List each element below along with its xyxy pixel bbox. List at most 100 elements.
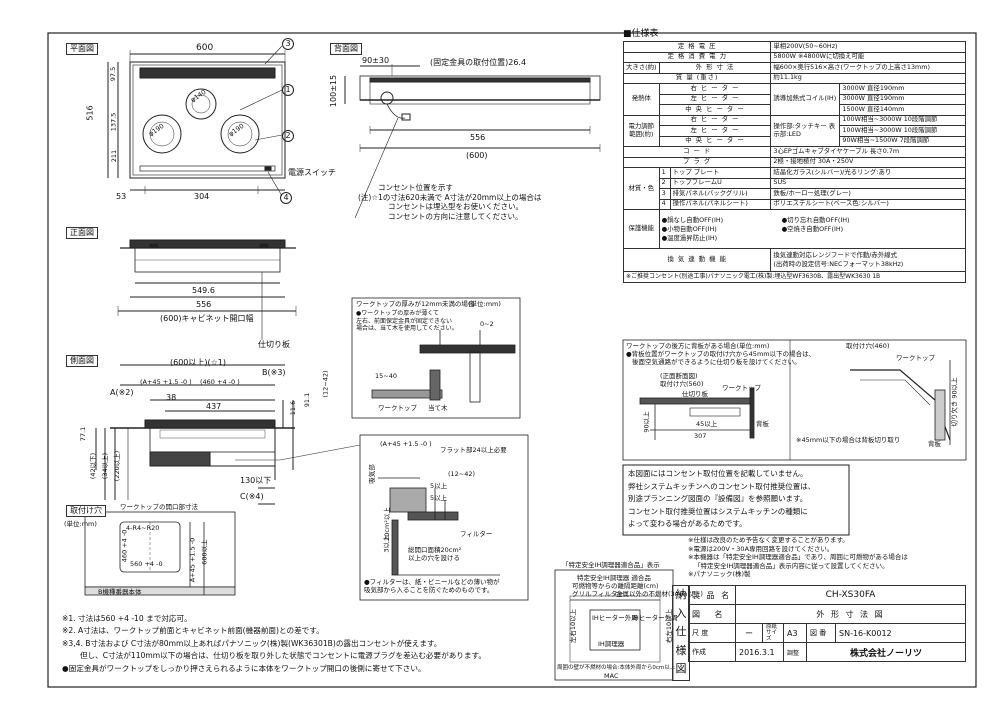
outlet-box-text: 本図面にはコンセント取付位置を記載していません。 弊社システムキッチンへのコンセ… [628, 469, 816, 529]
worktop-detail-02: 0~2 [480, 320, 494, 328]
dim-211: 211 [110, 149, 119, 163]
cutout-unit: (単位:mm) [64, 520, 97, 528]
rear-right-90: 切り欠き 90以上 [950, 377, 959, 427]
dim-side-911: 91.1 [303, 392, 312, 408]
spec-row: 換 気 連 動 機 能換気連動対応レンジフードで作動/赤外線式(出荷時の設定信号… [622, 248, 966, 272]
footnotes: ※1. 寸法は560 +4 -10 まで対応可。 ※2. A寸法は、ワークトップ… [62, 614, 486, 673]
safety-back: 金属以外の不燃材(3mm以上) [616, 590, 703, 598]
worktop-detail-worktop: ワークトップ [378, 404, 417, 412]
filter-5b: 5以上 [430, 494, 448, 502]
filter-3: 3以上 [382, 535, 391, 553]
dim-304: 304 [194, 192, 210, 201]
partition-label: 仕切り板 [258, 340, 290, 349]
filter-ventilation: 吸気部 [367, 464, 376, 484]
fixing-position: (固定金具の取付位置)26.4 [430, 58, 527, 67]
filter-1242: (12~42) [448, 470, 476, 478]
callout-4: 4 [280, 192, 292, 204]
dim-width: 600 [196, 43, 214, 53]
callout-1: 1 [282, 84, 294, 96]
spec-row: 定 格 電 圧単相200V(50~60Hz) [622, 41, 966, 53]
view-title-back: 背面図 [330, 43, 362, 55]
spec-row: 大きさ(約)外 形 寸 法幅600×奥行516×高さ(ワークトップの上高さ13m… [623, 62, 966, 74]
view-title-front: 正面図 [66, 227, 98, 239]
spec-row: 質 量 (重さ)約11.1kg [622, 72, 966, 84]
filter-a45: (A+45 +1.5 -0 ) [380, 440, 432, 448]
safety-foot: 周囲の壁が不燃材の場合:本体外周から0cm以上 [557, 665, 676, 671]
dim-side-130: 130以下 [240, 476, 272, 485]
dim-97: 97.5 [109, 66, 118, 82]
worktop-detail-title: ワークトップの厚みが12mm未満の場合 [356, 300, 475, 308]
dim-side-c: C(※4) [240, 492, 264, 501]
view-title-cutout: 取付け穴 [66, 505, 106, 517]
rear-90: 90以上 [642, 411, 651, 433]
rear-partition: 仕切り板 [682, 390, 708, 398]
worktop-detail-notes: ●ワークトップの厚みが薄くて 左右、前面保定金具が固定できない 場合は、当て木を… [356, 310, 458, 332]
filter-hole-area: 総開口面積20cm² [408, 546, 462, 554]
cutout-600: 600以上 [200, 539, 209, 565]
dim-side-38: 38 [166, 393, 177, 402]
worktop-detail-batten: 当て木 [428, 404, 448, 412]
filter-label: フィルター [460, 530, 493, 538]
dim-side-460: (460 +4 -0 ) [200, 378, 240, 386]
rear-right-worktop: ワークトップ [896, 354, 935, 362]
cutout-subtitle: ワークトップの開口部寸法 [120, 503, 198, 511]
dim-front-556: 556 [196, 300, 212, 309]
safety-sub: 可燃物等からの離隔距離(cm) [572, 582, 659, 590]
dim-side-1242: (12~42) [321, 370, 330, 398]
filter-flat: フラット部24以上必要 [440, 446, 507, 454]
callout-3: 3 [282, 38, 294, 50]
power-switch-label: 電源スイッチ [288, 168, 336, 177]
spec-row: 発熱体右 ヒ ー タ ー誘導加熱式コイル(IH)3000W 直径190mm [623, 83, 966, 116]
spec-title: ■仕様表 [623, 29, 659, 39]
rear-right-note: ※45mm以下の場合は背板切り取り [796, 436, 901, 444]
dim-side-a: A(※2) [110, 388, 134, 397]
dim-side-600: (600以上)(☆1) [170, 358, 227, 367]
dim-back-100: 100±15 [329, 74, 339, 108]
outlet-note: コンセント位置を示す (注)☆1の寸法620未満で A寸法が20mm以上の場合は… [358, 183, 542, 221]
dim-side-34: (34以上) [101, 452, 110, 480]
dim-side-220: (220以上) [113, 450, 122, 482]
rear-hole: 取付け穴(560) [660, 380, 704, 388]
worktop-detail-1540: 15~40 [375, 372, 397, 380]
cutout-a45: A+45 +1.5 -0 [188, 537, 197, 583]
dim-front-549: 549.6 [192, 286, 215, 295]
cutout-radius: 4-R4~R20 [126, 524, 160, 532]
rear-detail-text: ワークトップの後方に背板がある場合(単位:mm) ●背板位置がワークトップの取付… [626, 342, 816, 366]
dim-side-b: B(※3) [262, 368, 286, 377]
dim-side-437: 437 [206, 402, 222, 411]
filter-note: ●フィルターは、紙・ビニールなどの薄い物が 吸気部から入ることを防ぐためのもので… [364, 578, 500, 594]
dim-side-a45: (A+45 +1.5 -0 ) [140, 378, 192, 386]
cutout-460: 460 +4 -0 [120, 529, 129, 563]
cutout-560: 560 +4 -0 [130, 560, 163, 568]
safety-center: IH調理器 [598, 640, 625, 648]
spec-bottom-notes: ※仕様は改良のため予告なく変更することがあります。 ※電源は200V・30A専用… [688, 536, 908, 579]
rear-right-hole: 取付け穴(460) [846, 342, 890, 350]
dim-53: 53 [116, 192, 127, 201]
filter-5a: 5以上 [430, 482, 448, 490]
cutout-body: B機種番器本体 [98, 588, 142, 596]
spec-row: ※ご推奨コンセント(別途工事)パナソニック電工(株)製:埋込型WF3630B、露… [623, 271, 966, 283]
rear-right-back: 背板 [928, 440, 941, 448]
safety-title: 特定安全IH調理器 適合品 [577, 574, 651, 582]
rear-worktop: ワークトップ [722, 384, 761, 392]
rear-back-plate: 背板 [756, 420, 769, 428]
worktop-detail-unit: (単位:mm) [468, 300, 501, 308]
rear-front-plan: (正面断面図) [660, 372, 698, 380]
dim-back-90: 90±30 [362, 56, 390, 65]
safety-ih-right: IHヒーター外周 [632, 614, 678, 622]
dim-side-771: 77.1 [79, 426, 88, 442]
callout-2: 2 [282, 130, 294, 142]
